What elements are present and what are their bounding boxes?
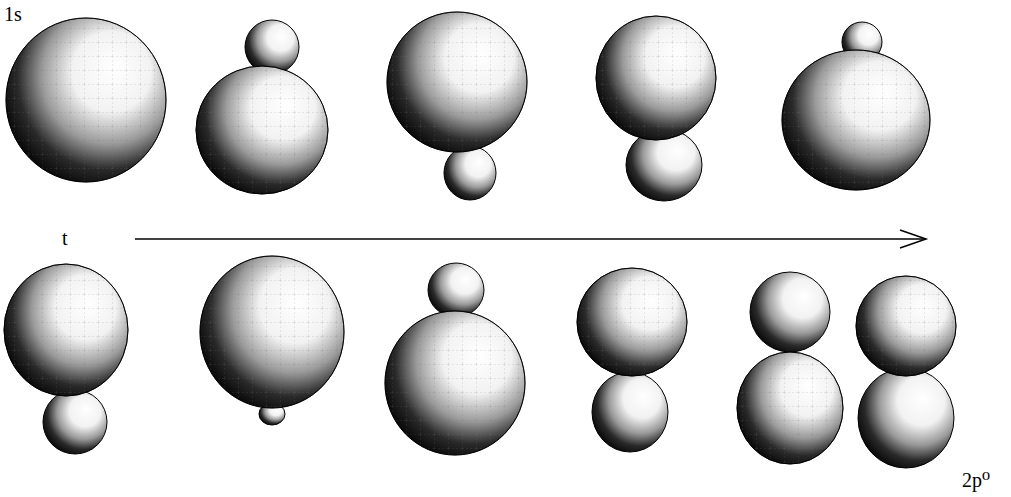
orbital-label: 2p⁰ bbox=[962, 470, 990, 490]
time-arrow bbox=[135, 230, 926, 248]
axis-label: t bbox=[62, 228, 68, 248]
orbital-label: 1s bbox=[4, 4, 22, 24]
orbital-shapes bbox=[4, 12, 956, 468]
